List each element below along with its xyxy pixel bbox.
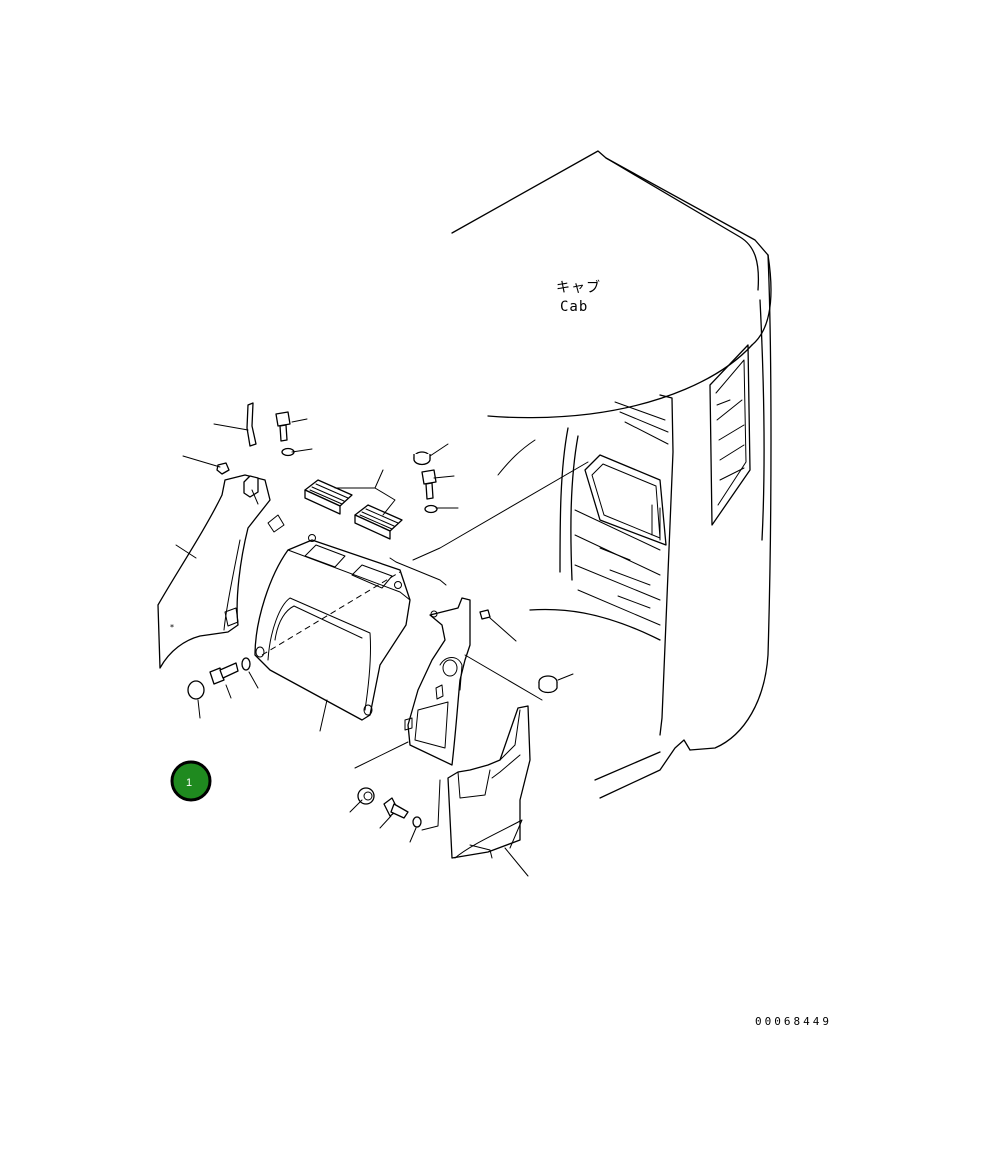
dashed-guide bbox=[261, 571, 401, 656]
bolt-top bbox=[275, 411, 291, 442]
vent-grille-left bbox=[304, 479, 353, 515]
cap-top-right bbox=[413, 451, 431, 466]
svg-text:*: * bbox=[170, 623, 174, 632]
vent-grille-right bbox=[354, 504, 403, 540]
cab-outline bbox=[451, 150, 772, 799]
callout-number: 1 bbox=[186, 777, 192, 789]
washer-bottom-center bbox=[412, 816, 422, 828]
callout-badge[interactable]: 1 bbox=[170, 760, 212, 802]
bolt-lower-left bbox=[209, 662, 239, 685]
center-trim-panel bbox=[254, 534, 411, 721]
left-trim-panel: * bbox=[157, 474, 285, 669]
bolt-top-right bbox=[421, 469, 437, 500]
drawing-number: 00068449 bbox=[755, 1015, 832, 1028]
lower-cover bbox=[447, 705, 531, 859]
cap-far-right bbox=[538, 675, 558, 694]
bolt-bottom-center bbox=[383, 797, 409, 819]
leader-lines bbox=[175, 418, 589, 877]
washer-top-right bbox=[424, 504, 438, 514]
washer-lower-left bbox=[241, 657, 251, 671]
cab-label-en: Cab bbox=[560, 299, 588, 315]
cap-lower-left bbox=[187, 680, 205, 700]
inner-bracket bbox=[404, 597, 471, 766]
cab-label-jp: キャブ bbox=[556, 279, 601, 296]
hook-bracket bbox=[243, 402, 259, 498]
small-screw-right bbox=[479, 609, 491, 620]
small-nut bbox=[216, 462, 230, 475]
